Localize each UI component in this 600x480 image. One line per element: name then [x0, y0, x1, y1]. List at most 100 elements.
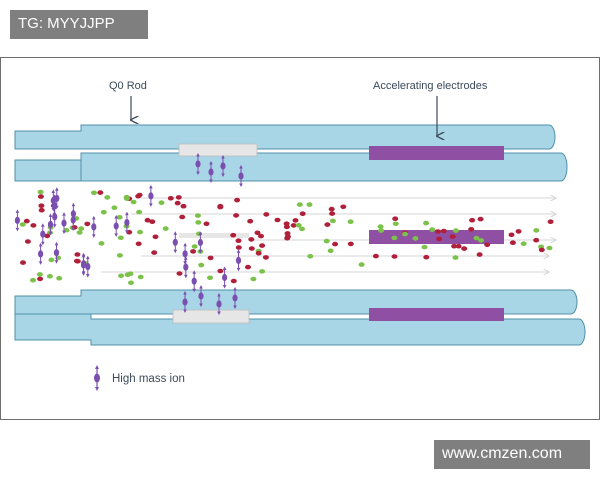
legend-high-mass-ion-label: High mass ion [112, 373, 185, 385]
ion-particle [230, 232, 237, 238]
ion-particle [299, 211, 306, 216]
ion-particle [250, 276, 257, 282]
ion-particle [230, 278, 237, 284]
high-mass-ion [50, 189, 56, 212]
ion-particle [484, 242, 491, 248]
high-mass-ion [216, 293, 222, 315]
ion-particle [195, 220, 202, 225]
ion-particle [116, 253, 123, 258]
ion-particle [174, 200, 181, 206]
ion-cloud [14, 153, 554, 315]
ion-particle [292, 218, 299, 223]
ion-particle [533, 237, 540, 243]
ion-particle [158, 200, 165, 205]
ion-particle [198, 262, 205, 268]
ion-particle [452, 228, 459, 233]
ion-particle [377, 224, 384, 229]
ion-particle [78, 226, 85, 231]
ion-particle [20, 260, 26, 265]
ion-particle [358, 262, 365, 267]
ion-particle [247, 218, 254, 224]
ion-particle [547, 219, 554, 224]
ion-particle [274, 217, 281, 223]
ion-particle [299, 226, 305, 232]
ion-particle [98, 241, 105, 246]
ion-particle [478, 238, 484, 243]
ion-particle [332, 241, 339, 247]
ion-particle [128, 280, 134, 286]
ion-particle [391, 235, 398, 241]
ion-particle [469, 217, 476, 223]
ion-optics-diagram: Q0 Rod Accelerating electrodes High mass… [0, 57, 600, 420]
ion-particle [434, 229, 441, 234]
ion-particle [48, 257, 55, 263]
high-mass-ion [198, 285, 204, 307]
ion-particle [468, 227, 475, 232]
ion-particle [74, 252, 81, 257]
ion-particle [234, 197, 241, 203]
high-mass-ion [235, 249, 242, 272]
ion-particle [124, 272, 131, 277]
ion-particle [347, 219, 354, 224]
ion-particle [391, 254, 398, 259]
ion-particle [207, 255, 214, 261]
high-mass-ion [183, 256, 189, 279]
ion-particle [180, 203, 187, 209]
ion-particle [135, 241, 142, 247]
ion-particle [37, 276, 44, 282]
ion-particle [73, 258, 80, 264]
high-mass-ion [232, 287, 238, 309]
ion-particle [538, 247, 545, 253]
ion-particle [436, 236, 443, 242]
ion-particle [30, 223, 37, 228]
ion-particle [452, 255, 459, 260]
high-mass-ion [208, 161, 214, 183]
q0-rod-label: Q0 Rod [109, 80, 147, 92]
ion-particle [30, 277, 36, 283]
ion-particle [217, 268, 224, 274]
high-mass-ion [222, 266, 228, 289]
high-mass-ion [191, 270, 197, 293]
ion-particle [135, 193, 142, 199]
ion-particle [248, 237, 255, 242]
high-mass-ion [113, 215, 119, 237]
ion-particle [329, 218, 336, 224]
ion-particle [259, 269, 266, 274]
ion-particle [423, 220, 430, 226]
high-mass-ion [85, 255, 91, 278]
ion-particle [37, 189, 44, 195]
high-mass-ion [91, 215, 97, 238]
ion-particle [38, 207, 45, 213]
ion-particle [533, 228, 540, 233]
ion-particle [449, 234, 456, 239]
ion-particle [191, 244, 198, 249]
ion-particle [329, 211, 336, 216]
high-mass-ion [80, 253, 87, 276]
ion-particle [263, 212, 270, 217]
ion-particle [546, 245, 553, 251]
ion-particle [37, 194, 44, 199]
high-mass-ion [61, 212, 67, 235]
ion-particle [217, 204, 224, 210]
ion-particle [235, 245, 242, 250]
ion-particle [36, 272, 43, 277]
ion-particle [258, 233, 264, 239]
ion-particle [307, 254, 314, 259]
ion-particle [203, 221, 210, 227]
ion-particle [24, 239, 31, 244]
ion-particle [248, 246, 255, 251]
ion-particle [19, 222, 26, 227]
high-mass-ion [70, 202, 76, 225]
ion-particle [323, 238, 330, 244]
lower-rod-pair [14, 289, 586, 346]
high-mass-ion [220, 155, 226, 177]
ion-particle [84, 221, 91, 227]
ion-particle [104, 195, 111, 200]
ion-particle [151, 250, 158, 255]
lower-lens-plate [172, 309, 250, 324]
ion-particle [477, 216, 484, 222]
ion-particle [76, 230, 83, 235]
ion-particle [117, 235, 124, 241]
ion-particle [23, 218, 30, 224]
ion-particle [137, 229, 143, 235]
